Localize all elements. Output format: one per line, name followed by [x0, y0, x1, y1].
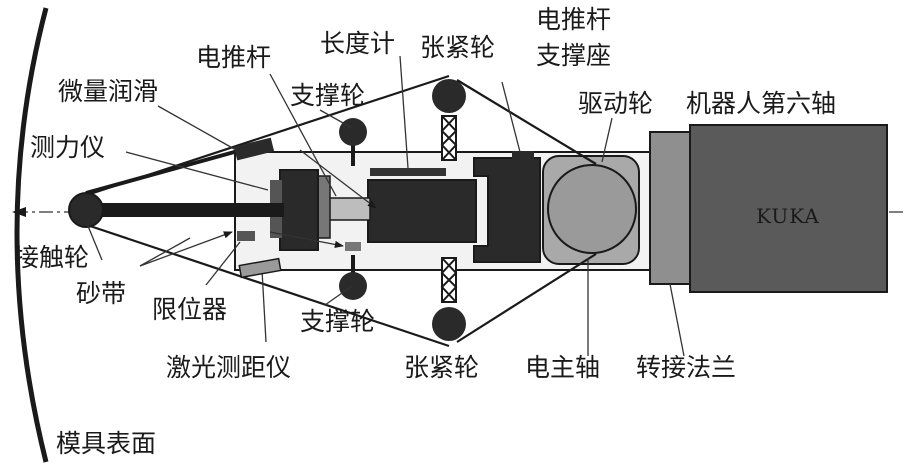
label-pusher-top: 电推杆 — [196, 43, 271, 72]
label-tension-wheel-bottom: 张紧轮 — [404, 353, 479, 382]
leader-lines — [87, 55, 685, 357]
label-contact-wheel: 接触轮 — [14, 243, 89, 272]
contact-wheel — [68, 192, 104, 228]
mold-surface-curve — [14, 7, 49, 463]
kuka-robot-block — [689, 124, 888, 293]
limiter-small-block — [237, 231, 255, 241]
label-micro-lube: 微量润滑 — [58, 77, 158, 106]
tension-wheel-top — [432, 79, 466, 113]
label-adapter-flange: 转接法兰 — [636, 353, 736, 382]
label-laser-rangefinder: 激光测距仪 — [166, 353, 291, 382]
micro-lube-line — [85, 149, 239, 195]
label-robot-axis6: 机器人第六轴 — [686, 89, 836, 118]
micro-lube-nozzle — [233, 137, 275, 161]
support-wheel-bottom — [339, 272, 367, 300]
kuka-label: KUKA — [756, 204, 820, 228]
label-mold-surface: 模具表面 — [56, 429, 156, 458]
label-spindle: 电主轴 — [525, 353, 600, 382]
label-abrasive-belt: 砂带 — [76, 279, 126, 308]
length-gauge — [370, 168, 446, 176]
tension-spring-top — [440, 115, 458, 161]
label-limiter: 限位器 — [152, 295, 227, 324]
tension-wheel-bottom — [432, 307, 466, 341]
force-meter-block — [279, 169, 319, 251]
limiter-box — [238, 257, 282, 279]
support-wheel-top — [339, 118, 367, 146]
label-force-meter: 测力仪 — [30, 133, 105, 162]
label-support-wheel-bottom: 支撑轮 — [300, 307, 375, 336]
label-drive-wheel: 驱动轮 — [578, 89, 653, 118]
drive-wheel — [547, 164, 637, 254]
pusher-slider — [317, 175, 331, 239]
tension-spring-bottom — [440, 257, 458, 303]
laser-small-block — [345, 242, 361, 251]
contact-wheel-arm — [84, 203, 284, 217]
label-support-wheel-top: 支撑轮 — [290, 81, 365, 110]
leader-arrows — [139, 149, 377, 267]
pusher-mount — [473, 157, 541, 263]
adapter-flange — [649, 131, 691, 285]
label-pusher-mount-line2: 支撑座 — [536, 41, 611, 70]
label-tension-wheel-top: 张紧轮 — [420, 33, 495, 62]
label-pusher-mount-line1: 电推杆 — [536, 5, 611, 34]
pusher-mount-tab — [512, 151, 534, 159]
electric-pusher-block — [367, 179, 477, 243]
label-length-gauge: 长度计 — [320, 29, 395, 58]
axis-arrow — [12, 207, 26, 217]
